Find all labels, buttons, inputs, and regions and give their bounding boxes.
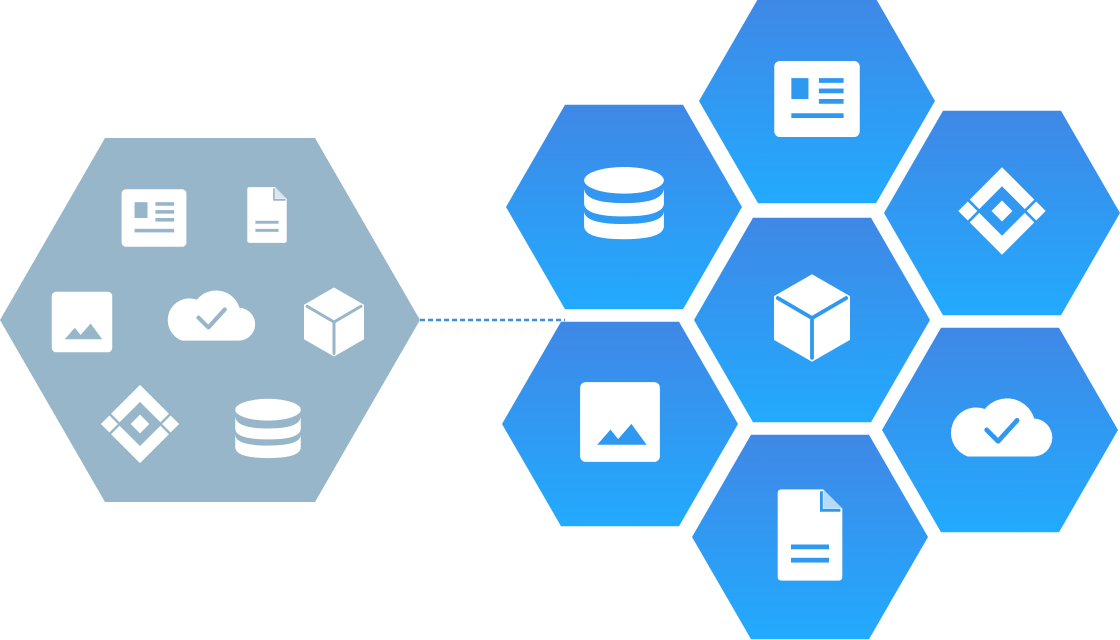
database-icon xyxy=(235,398,301,459)
image-icon xyxy=(580,382,660,462)
cube-icon xyxy=(304,287,364,357)
newspaper-icon xyxy=(121,189,187,247)
cluster-hexagon-upper-right xyxy=(884,110,1120,316)
cluster-hexagon-bottom xyxy=(692,434,928,640)
newspaper-icon xyxy=(774,61,860,137)
source-icons xyxy=(51,187,364,464)
cluster-hexagon-center xyxy=(694,217,930,423)
cluster-hexagon-lower-left xyxy=(502,321,738,527)
source-hexagon xyxy=(0,138,420,502)
diamond-grid-icon xyxy=(958,167,1046,255)
cluster-hexagons xyxy=(502,0,1120,640)
document-icon xyxy=(247,187,287,243)
database-icon xyxy=(584,167,664,240)
cluster-hexagon-top xyxy=(699,0,935,204)
cloud-check-icon xyxy=(951,398,1053,457)
cloud-check-icon xyxy=(167,290,256,341)
diamond-grid-icon xyxy=(100,384,180,464)
cluster-hexagon-lower-right xyxy=(882,327,1118,533)
image-icon xyxy=(51,291,113,353)
cube-icon xyxy=(774,274,850,362)
cluster-hexagon-upper-left xyxy=(506,104,742,310)
document-icon xyxy=(777,489,843,581)
